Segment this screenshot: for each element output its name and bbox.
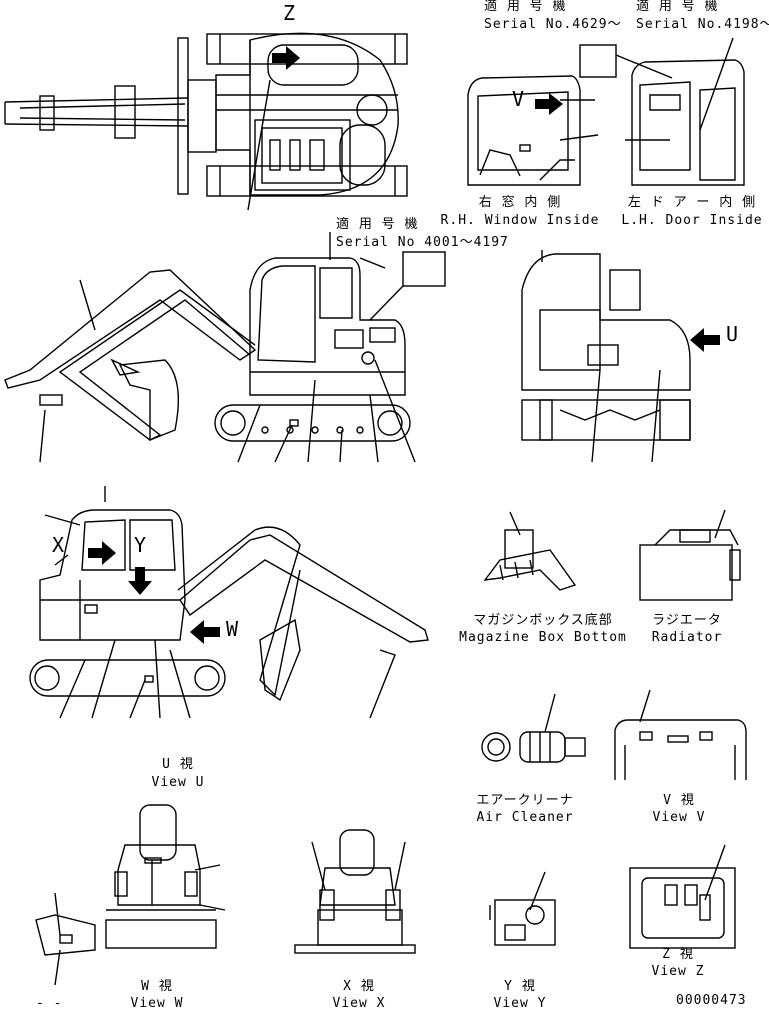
radiator-jp: ラジエータ <box>652 613 722 628</box>
rh-window-en: R.H. Window Inside <box>440 213 600 228</box>
rear-view-drawing <box>521 250 691 463</box>
top-view-label: Z <box>283 1 297 25</box>
side-view-2-drawing <box>29 486 429 719</box>
view-v-jp: V 視 <box>663 793 695 808</box>
view-x-letter: X <box>52 533 66 557</box>
side-view-drawing <box>4 232 446 463</box>
view-u-jp: U 視 <box>162 757 194 772</box>
radiator-en: Radiator <box>651 630 723 645</box>
air-cleaner-en: Air Cleaner <box>476 810 574 825</box>
dash-mark: - - <box>36 996 63 1011</box>
view-y-letter: Y <box>134 533 148 557</box>
view-x-jp: X 視 <box>343 979 375 994</box>
view-w-jp: W 視 <box>141 979 173 994</box>
air-cleaner-jp: エアークリーナ <box>476 793 574 808</box>
lh-door-jp: 左 ド ア ー 内 側 <box>627 195 757 210</box>
view-v-en: View V <box>652 810 706 825</box>
serial-rh-jp: 適 用 号 機 <box>484 0 567 14</box>
magazine-box-jp: マガジンボックス底部 <box>473 613 613 628</box>
view-v-drawing <box>614 689 747 780</box>
arrow-down-icon <box>128 567 152 595</box>
magazine-box-en: Magazine Box Bottom <box>459 630 627 645</box>
lh-door-drawing <box>625 37 745 186</box>
view-z-drawing <box>629 844 736 949</box>
drawing-number: 00000473 <box>676 993 747 1008</box>
view-w-drawing <box>35 804 226 986</box>
serial-side: Serial No 4001～4197 <box>336 235 509 250</box>
view-z-en: View Z <box>651 964 705 979</box>
lh-door-en: L.H. Door Inside <box>621 213 763 228</box>
view-y-en: View Y <box>493 996 547 1011</box>
view-y-drawing <box>489 871 556 946</box>
view-w-letter: W <box>226 617 240 641</box>
rh-window-drawing <box>467 44 673 186</box>
view-u-letter: U <box>726 322 740 346</box>
view-w-en: View W <box>130 996 184 1011</box>
serial-lh-jp: 適 用 号 機 <box>636 0 719 14</box>
serial-rh: Serial No.4629～ <box>484 17 622 32</box>
radiator-drawing <box>639 509 741 601</box>
view-y-jp: Y 視 <box>504 979 536 994</box>
view-v-letter: V <box>512 87 526 111</box>
view-z-jp: Z 視 <box>662 947 694 962</box>
air-cleaner-drawing <box>481 693 586 763</box>
view-u-en: View U <box>151 775 205 790</box>
magazine-box-drawing <box>483 511 577 591</box>
serial-lh: Serial No.4198～ <box>636 17 769 32</box>
rh-window-jp: 右 窓 内 側 <box>478 195 562 210</box>
top-view-drawing <box>4 32 408 211</box>
serial-side-jp: 適 用 号 機 <box>336 217 419 232</box>
arrow-left-icon <box>690 328 720 352</box>
arrow-left-icon <box>190 620 220 644</box>
view-x-drawing <box>294 829 416 954</box>
arrow-right-icon <box>88 541 116 565</box>
view-x-en: View X <box>332 996 386 1011</box>
arrow-right-icon <box>272 46 300 70</box>
arrow-right-icon <box>535 93 563 115</box>
